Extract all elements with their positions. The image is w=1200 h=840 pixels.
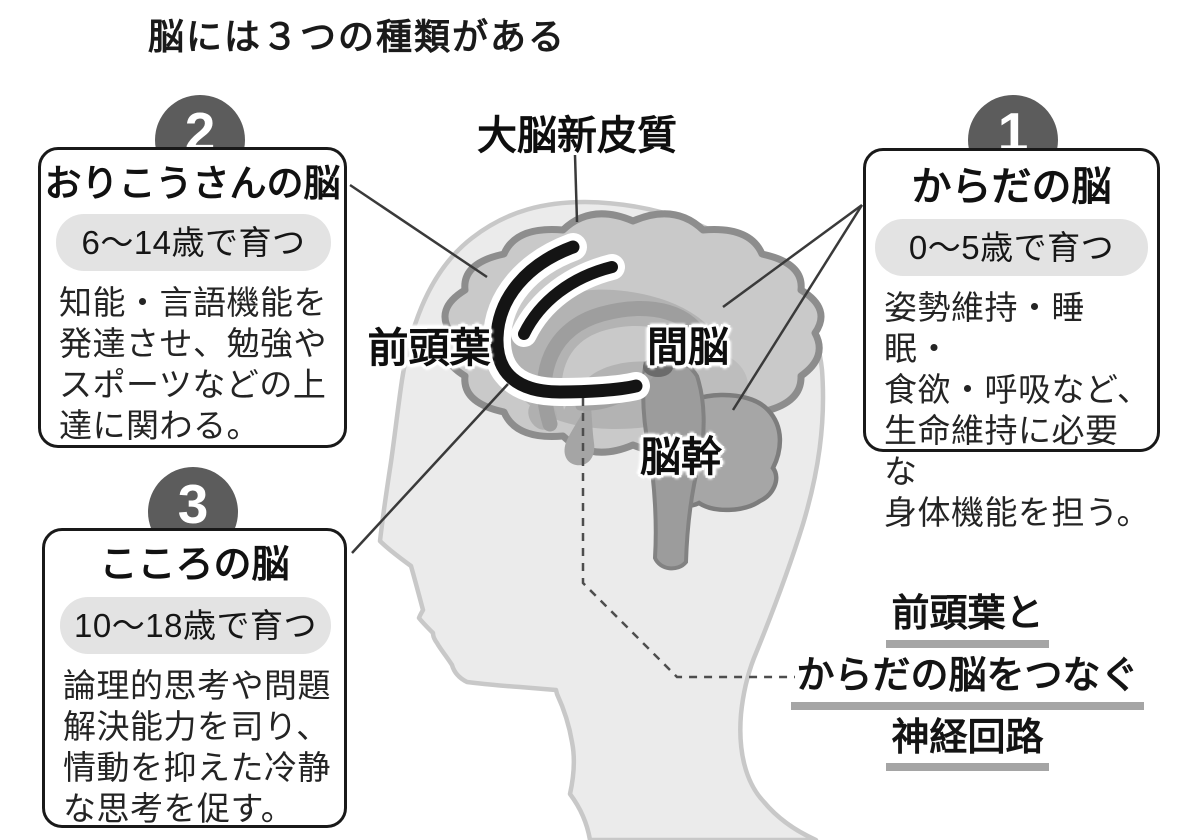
body-brain-age-pill: 0～5歳で育つ bbox=[875, 219, 1148, 276]
heart-brain-description: 論理的思考や問題 解決能力を司り、 情動を抑えた冷静 な思考を促す。 bbox=[63, 665, 338, 829]
circuit-prong bbox=[518, 261, 618, 340]
note-line-1: 前頭葉と bbox=[886, 593, 1049, 648]
body-brain-title: からだの脳 bbox=[911, 165, 1112, 209]
heart-line-1: 論理的思考や問題 bbox=[63, 666, 331, 704]
smart-line-4: 達に関わる。 bbox=[59, 407, 260, 445]
smart-brain-title: おりこうさんの脳 bbox=[44, 163, 341, 204]
callosum-inner-light bbox=[561, 326, 688, 410]
body-brain-description: 姿勢維持・睡眠・ 食欲・呼吸など、 生命維持に必要な 身体機能を担う。 bbox=[884, 287, 1151, 533]
pointer-body-box-diencephalon bbox=[722, 203, 863, 309]
pointer-smart-box bbox=[349, 183, 488, 279]
callout-heart-brain: こころの脳 10～18歳で育つ 論理的思考や問題 解決能力を司り、 情動を抑えた… bbox=[42, 528, 347, 828]
heart-line-2: 解決能力を司り、 bbox=[63, 707, 330, 745]
label-diencephalon: 間脳 bbox=[647, 324, 729, 370]
smart-line-3: スポーツなどの上 bbox=[59, 366, 327, 404]
label-brainstem: 脳幹 bbox=[640, 434, 722, 480]
label-neocortex: 大脳新皮質 bbox=[477, 114, 677, 158]
callout-smart-brain: おりこうさんの脳 6～14歳で育つ 知能・言語機能を 発達させ、勉強や スポーツ… bbox=[38, 147, 347, 448]
brainstem-shape bbox=[641, 353, 706, 571]
heart-brain-title: こころの脳 bbox=[99, 544, 290, 586]
smart-line-1: 知能・言語機能を bbox=[59, 284, 327, 322]
smart-brain-age-pill: 6～14歳で育つ bbox=[56, 214, 331, 272]
smart-line-2: 発達させ、勉強や bbox=[59, 325, 327, 363]
heart-line-3: 情動を抑えた冷静 bbox=[63, 748, 331, 786]
smart-brain-description: 知能・言語機能を 発達させ、勉強や スポーツなどの上 達に関わる。 bbox=[59, 282, 338, 446]
body-line-3: 生命維持に必要な bbox=[884, 412, 1119, 490]
dashed-circuit-connector bbox=[581, 398, 795, 679]
neural-circuit-note: 前頭葉と からだの脳をつなぐ 神経回路 bbox=[770, 593, 1165, 779]
pointer-body-box-brainstem bbox=[731, 204, 864, 411]
badge-3-number: 3 bbox=[177, 473, 209, 535]
callout-body-brain: からだの脳 0～5歳で育つ 姿勢維持・睡眠・ 食欲・呼吸など、 生命維持に必要な… bbox=[863, 148, 1160, 531]
pituitary-shape bbox=[564, 398, 595, 466]
page-title: 脳には３つの種類がある bbox=[148, 16, 567, 57]
circuit-arc bbox=[490, 240, 643, 399]
body-line-1: 姿勢維持・睡眠・ bbox=[884, 289, 1085, 367]
heart-line-4: な思考を促す。 bbox=[63, 789, 295, 827]
pointer-heart-box bbox=[351, 383, 509, 554]
pointer-neocortex bbox=[573, 154, 579, 223]
label-frontal-lobe: 前頭葉 bbox=[367, 325, 491, 371]
heart-brain-age-pill: 10～18歳で育つ bbox=[60, 596, 331, 654]
body-line-2: 食欲・呼吸など、 bbox=[884, 371, 1151, 408]
note-line-2: からだの脳をつなぐ bbox=[791, 655, 1144, 710]
thalamus-dot bbox=[643, 357, 673, 377]
note-line-3: 神経回路 bbox=[886, 717, 1049, 772]
body-line-4: 身体機能を担う。 bbox=[884, 494, 1151, 531]
